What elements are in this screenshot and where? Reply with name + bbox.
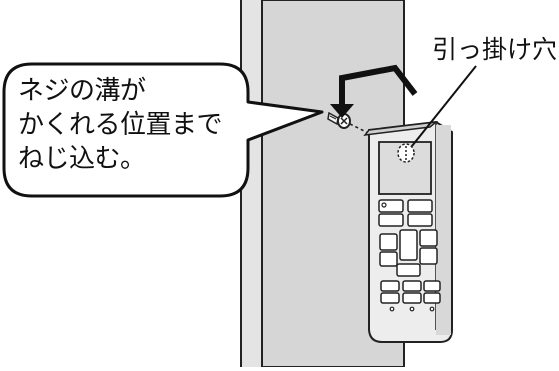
callout-text: ネジの溝が かくれる位置まで ねじ込む。 [18,74,248,176]
callout-line-3: ねじ込む。 [18,144,146,174]
callout-line-1: ネジの溝が [18,76,146,106]
remote-buttons [378,199,441,304]
motion-arrow-icon [330,64,418,118]
callout-line-2: かくれる位置まで [18,110,223,140]
remote-controller [363,120,453,343]
hook-hole-icon [397,143,415,163]
hole-leader-line [411,65,477,147]
speech-bubble [2,62,324,198]
screw-icon [327,111,351,129]
hook-hole-label: 引っ掛け穴 [432,35,558,64]
